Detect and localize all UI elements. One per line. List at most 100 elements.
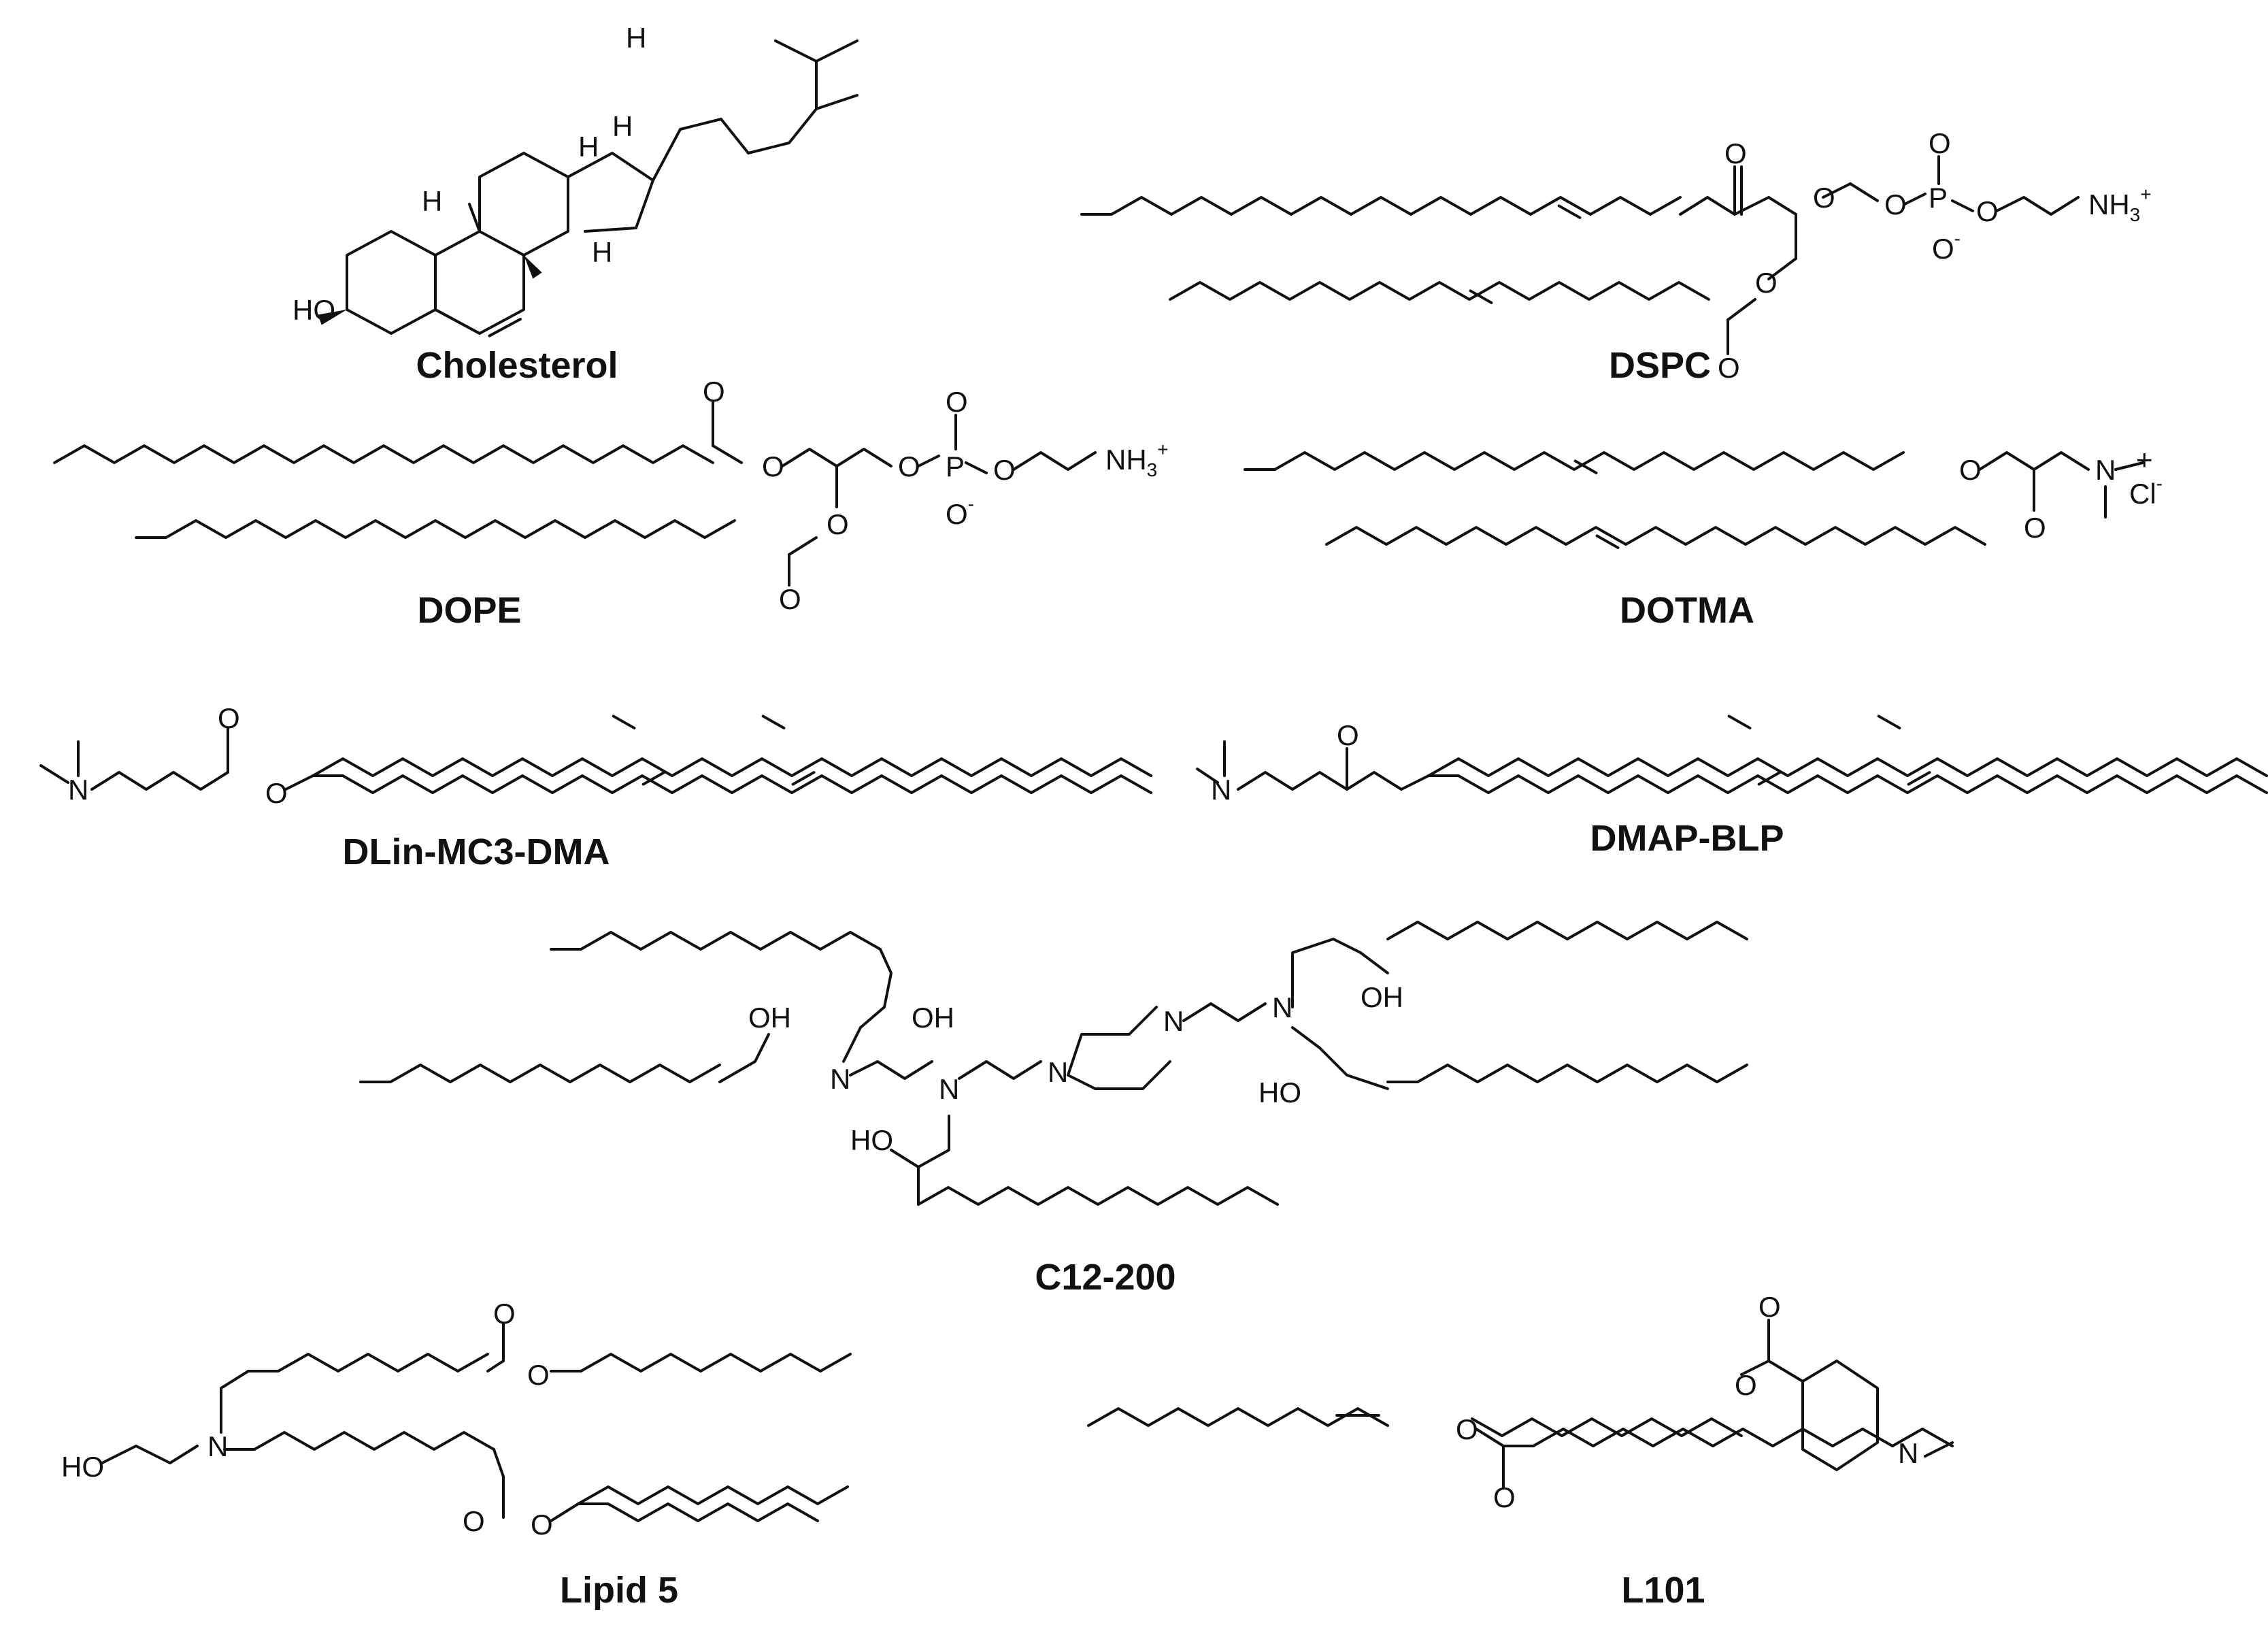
bond-layer xyxy=(39,39,2268,1522)
dspc-ethyl xyxy=(1995,196,2080,216)
dope-ethyl xyxy=(1012,451,1097,471)
dspc-chain-1 xyxy=(1080,196,1682,216)
c12-chain-a xyxy=(550,931,882,951)
bond xyxy=(1727,298,1756,321)
l101-o: O xyxy=(1456,1413,1478,1445)
dspc-o: O xyxy=(1718,352,1740,384)
cholesterol-ring-c xyxy=(478,152,569,257)
dope-o: O xyxy=(827,508,849,540)
dmap-linker xyxy=(1237,771,1403,791)
double-bond xyxy=(1469,289,1493,304)
l101-methyl xyxy=(1924,1441,1954,1458)
dspc-o-minus: O- xyxy=(1932,228,1961,265)
bond xyxy=(815,39,858,63)
dlin-o: O xyxy=(218,702,240,734)
c12-piperazine xyxy=(1067,1060,1171,1090)
c12-link-d xyxy=(1291,1026,1389,1090)
l101-o: O xyxy=(1493,1481,1516,1513)
c12-hydroxyl: OH xyxy=(912,1002,954,1034)
dotma-o: O xyxy=(2024,512,2046,544)
cholesterol-ring-a xyxy=(346,230,437,335)
dope-o: O xyxy=(762,450,784,482)
lipid5-hydroxyl: HO xyxy=(61,1451,104,1483)
bond xyxy=(2114,461,2144,471)
dope-o-minus: O- xyxy=(946,493,974,530)
cholesterol-ring-d xyxy=(567,152,654,233)
lipid5-link xyxy=(220,1370,250,1434)
dotma-plus: + xyxy=(2136,444,2153,476)
name-dmap-blp: DMAP-BLP xyxy=(1590,818,1784,859)
bond xyxy=(788,536,818,556)
lipid5-o: O xyxy=(531,1509,553,1541)
bond xyxy=(284,774,314,791)
dope-o: O xyxy=(946,386,968,418)
c12-chain-e xyxy=(917,1186,1279,1206)
cholesterol-hydroxyl: HO xyxy=(293,294,335,326)
lipid5-o: O xyxy=(527,1359,550,1391)
c12-ethyl xyxy=(1182,1002,1267,1022)
dmap-chain-2 xyxy=(1427,774,2268,794)
lipid5-chain-1 xyxy=(247,1353,489,1372)
lipid5-ethanol xyxy=(101,1445,199,1464)
dotma-chain-2 xyxy=(1325,526,1986,546)
dspc-o: O xyxy=(1755,267,1778,299)
name-dotma: DOTMA xyxy=(1620,590,1754,631)
c12-chain-d xyxy=(1386,1064,1748,1083)
dspc-o: O xyxy=(1976,195,1999,227)
bond xyxy=(842,1026,862,1063)
l101-o: O xyxy=(1758,1291,1781,1323)
double-bond xyxy=(1727,714,1752,729)
c12-hydroxyl: OH xyxy=(1361,981,1403,1013)
dspc-chain-2 xyxy=(1169,281,1710,301)
double-bond xyxy=(1907,771,1931,786)
lipid5-chain-3 xyxy=(223,1431,495,1451)
c12-nitrogen: N xyxy=(939,1073,959,1105)
dope-ammonium: NH3+ xyxy=(1105,439,1169,480)
lipid5-nitrogen: N xyxy=(207,1430,228,1462)
c12-ethyl xyxy=(958,1060,1042,1080)
bond xyxy=(486,1360,505,1372)
dlin-nitrogen: N xyxy=(68,774,88,806)
bond xyxy=(1400,774,1430,791)
bond xyxy=(550,1502,580,1522)
bond xyxy=(1951,199,1974,212)
bond xyxy=(493,1448,505,1478)
dlin-chain-2 xyxy=(312,774,1152,794)
dmap-chain-1 xyxy=(1427,757,2268,777)
bond xyxy=(1475,1428,1505,1447)
cholesterol-h: H xyxy=(592,236,612,268)
double-bond xyxy=(1595,534,1620,549)
bond xyxy=(1740,1360,1770,1376)
dmap-o: O xyxy=(1337,719,1359,751)
c12-chain-b xyxy=(359,1064,721,1083)
dope-chain-2 xyxy=(135,519,736,539)
name-c12-200: C12-200 xyxy=(1035,1257,1175,1298)
dope-o: O xyxy=(703,376,725,408)
l101-o: O xyxy=(1735,1369,1757,1401)
cholesterol-methyl xyxy=(468,203,481,233)
c12-link-e xyxy=(890,1115,950,1168)
name-lipid-5: Lipid 5 xyxy=(560,1570,678,1611)
double-bond xyxy=(1757,771,1782,786)
dspc-ammonium: NH3+ xyxy=(2088,184,2152,225)
bond xyxy=(917,455,940,467)
double-bond xyxy=(791,771,816,786)
bond xyxy=(965,461,988,474)
cholesterol-h: H xyxy=(626,22,646,54)
cholesterol-h: H xyxy=(422,185,442,217)
c12-piperazine-n: N xyxy=(1163,1005,1184,1037)
bond xyxy=(774,39,818,63)
dotma-nitrogen: N xyxy=(2095,454,2116,486)
name-dspc: DSPC xyxy=(1609,345,1711,386)
bond xyxy=(1903,193,1927,206)
double-bond xyxy=(612,714,636,729)
name-dlin-mc3-dma: DLin-MC3-DMA xyxy=(343,832,610,872)
l101-piperidine xyxy=(1767,1360,1879,1471)
c12-link-a xyxy=(859,948,893,1029)
double-bond xyxy=(488,318,522,338)
cholesterol-oh-wedge xyxy=(318,310,347,325)
dlin-linker xyxy=(90,771,229,791)
lipid5-chain-5 xyxy=(577,1485,849,1505)
